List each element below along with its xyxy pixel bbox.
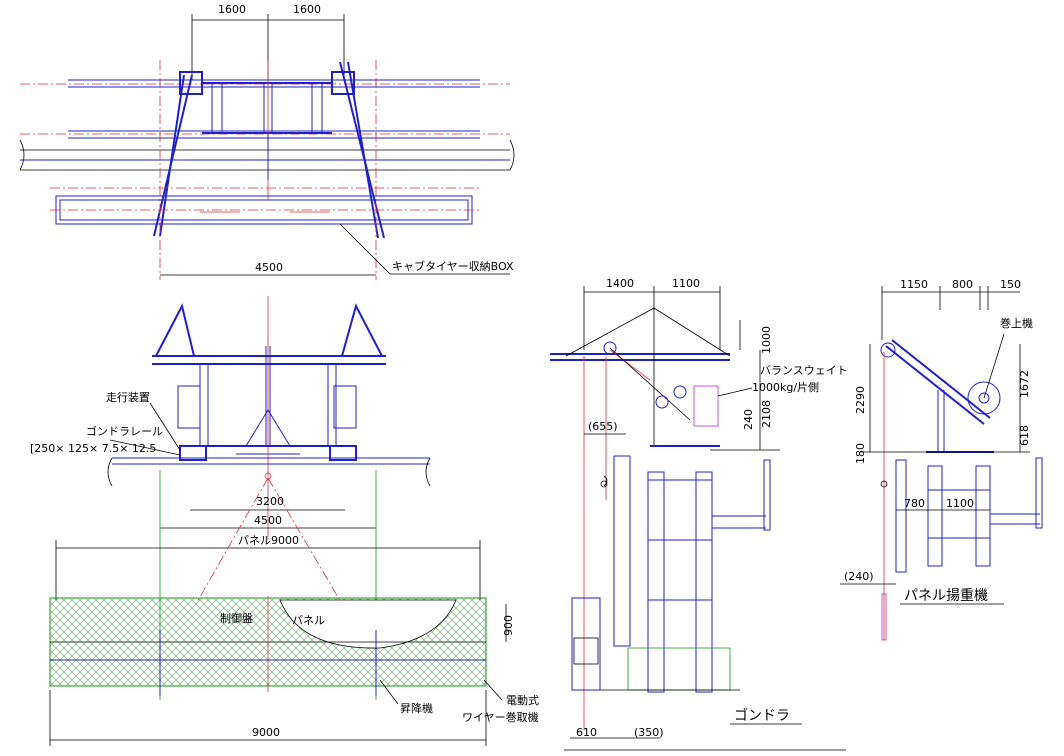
label-wire-winder: ワイヤー巻取機	[462, 710, 539, 724]
dim-1600-left: 1600	[218, 3, 246, 16]
lifter-view: 1150 800 150 巻上機 2290 180 1672 618 780	[840, 278, 1043, 641]
dim-4500-front: 4500	[254, 514, 282, 527]
front-view: 走行装置 ゴンドラレール [250× 125× 7.5× 12.5 3200 4…	[30, 296, 431, 700]
dim-1600-right: 1600	[293, 3, 321, 16]
plan-view: 1600 1600	[19, 3, 515, 280]
panel-view: パネル9000 制御盤 パネル 900 昇降機 電動式 ワイヤー巻取機	[49, 477, 539, 746]
dim-panel-9000: パネル9000	[238, 534, 299, 547]
dim-1150: 1150	[900, 278, 928, 291]
dim-240-lifter: (240)	[844, 570, 874, 583]
label-travel-device: 走行装置	[106, 391, 150, 404]
label-rail-size: [250× 125× 7.5× 12.5	[30, 442, 156, 455]
dim-1400: 1400	[606, 277, 634, 290]
dim-800: 800	[952, 278, 973, 291]
label-control-panel: 制御盤	[220, 611, 253, 625]
dim-1100-gondola: 1100	[672, 277, 700, 290]
dim-618: 618	[1018, 425, 1031, 446]
label-panel: パネル	[292, 614, 325, 627]
gondola-title: ゴンドラ	[734, 707, 790, 724]
label-electric: 電動式	[506, 693, 539, 707]
label-balance-weight-value: 1000kg/片側	[752, 381, 819, 394]
dim-610: 610	[576, 726, 597, 739]
dim-4500-plan: 4500	[255, 261, 283, 274]
dim-9000: 9000	[252, 726, 280, 739]
label-winch: 巻上機	[1000, 316, 1033, 330]
gondola-view: 1400 1100 1000 240 2108 バランスウェイト 1000kg/…	[550, 277, 848, 751]
dim-655: (655)	[588, 420, 618, 433]
dim-2108: 2108	[760, 400, 773, 428]
label-balance-weight: バランスウェイト	[760, 364, 848, 377]
dim-240: 240	[742, 409, 755, 430]
label-cabtire-box: キャブタイヤー収納BOX	[392, 259, 514, 273]
dim-1100-lifter: 1100	[946, 497, 974, 510]
label-gondola-rail: ゴンドラレール	[86, 424, 163, 438]
dim-780: 780	[904, 497, 925, 510]
dim-3200: 3200	[256, 495, 284, 508]
dim-150: 150	[1000, 278, 1021, 291]
dim-180: 180	[854, 443, 867, 464]
label-hoist: 昇降機	[400, 701, 433, 715]
dim-2290: 2290	[854, 386, 867, 414]
dim-1000: 1000	[760, 326, 773, 354]
dim-900: 900	[502, 615, 515, 636]
lifter-title: パネル揚重機	[904, 587, 988, 604]
dim-1672: 1672	[1018, 370, 1031, 398]
dim-350: (350)	[634, 726, 664, 739]
